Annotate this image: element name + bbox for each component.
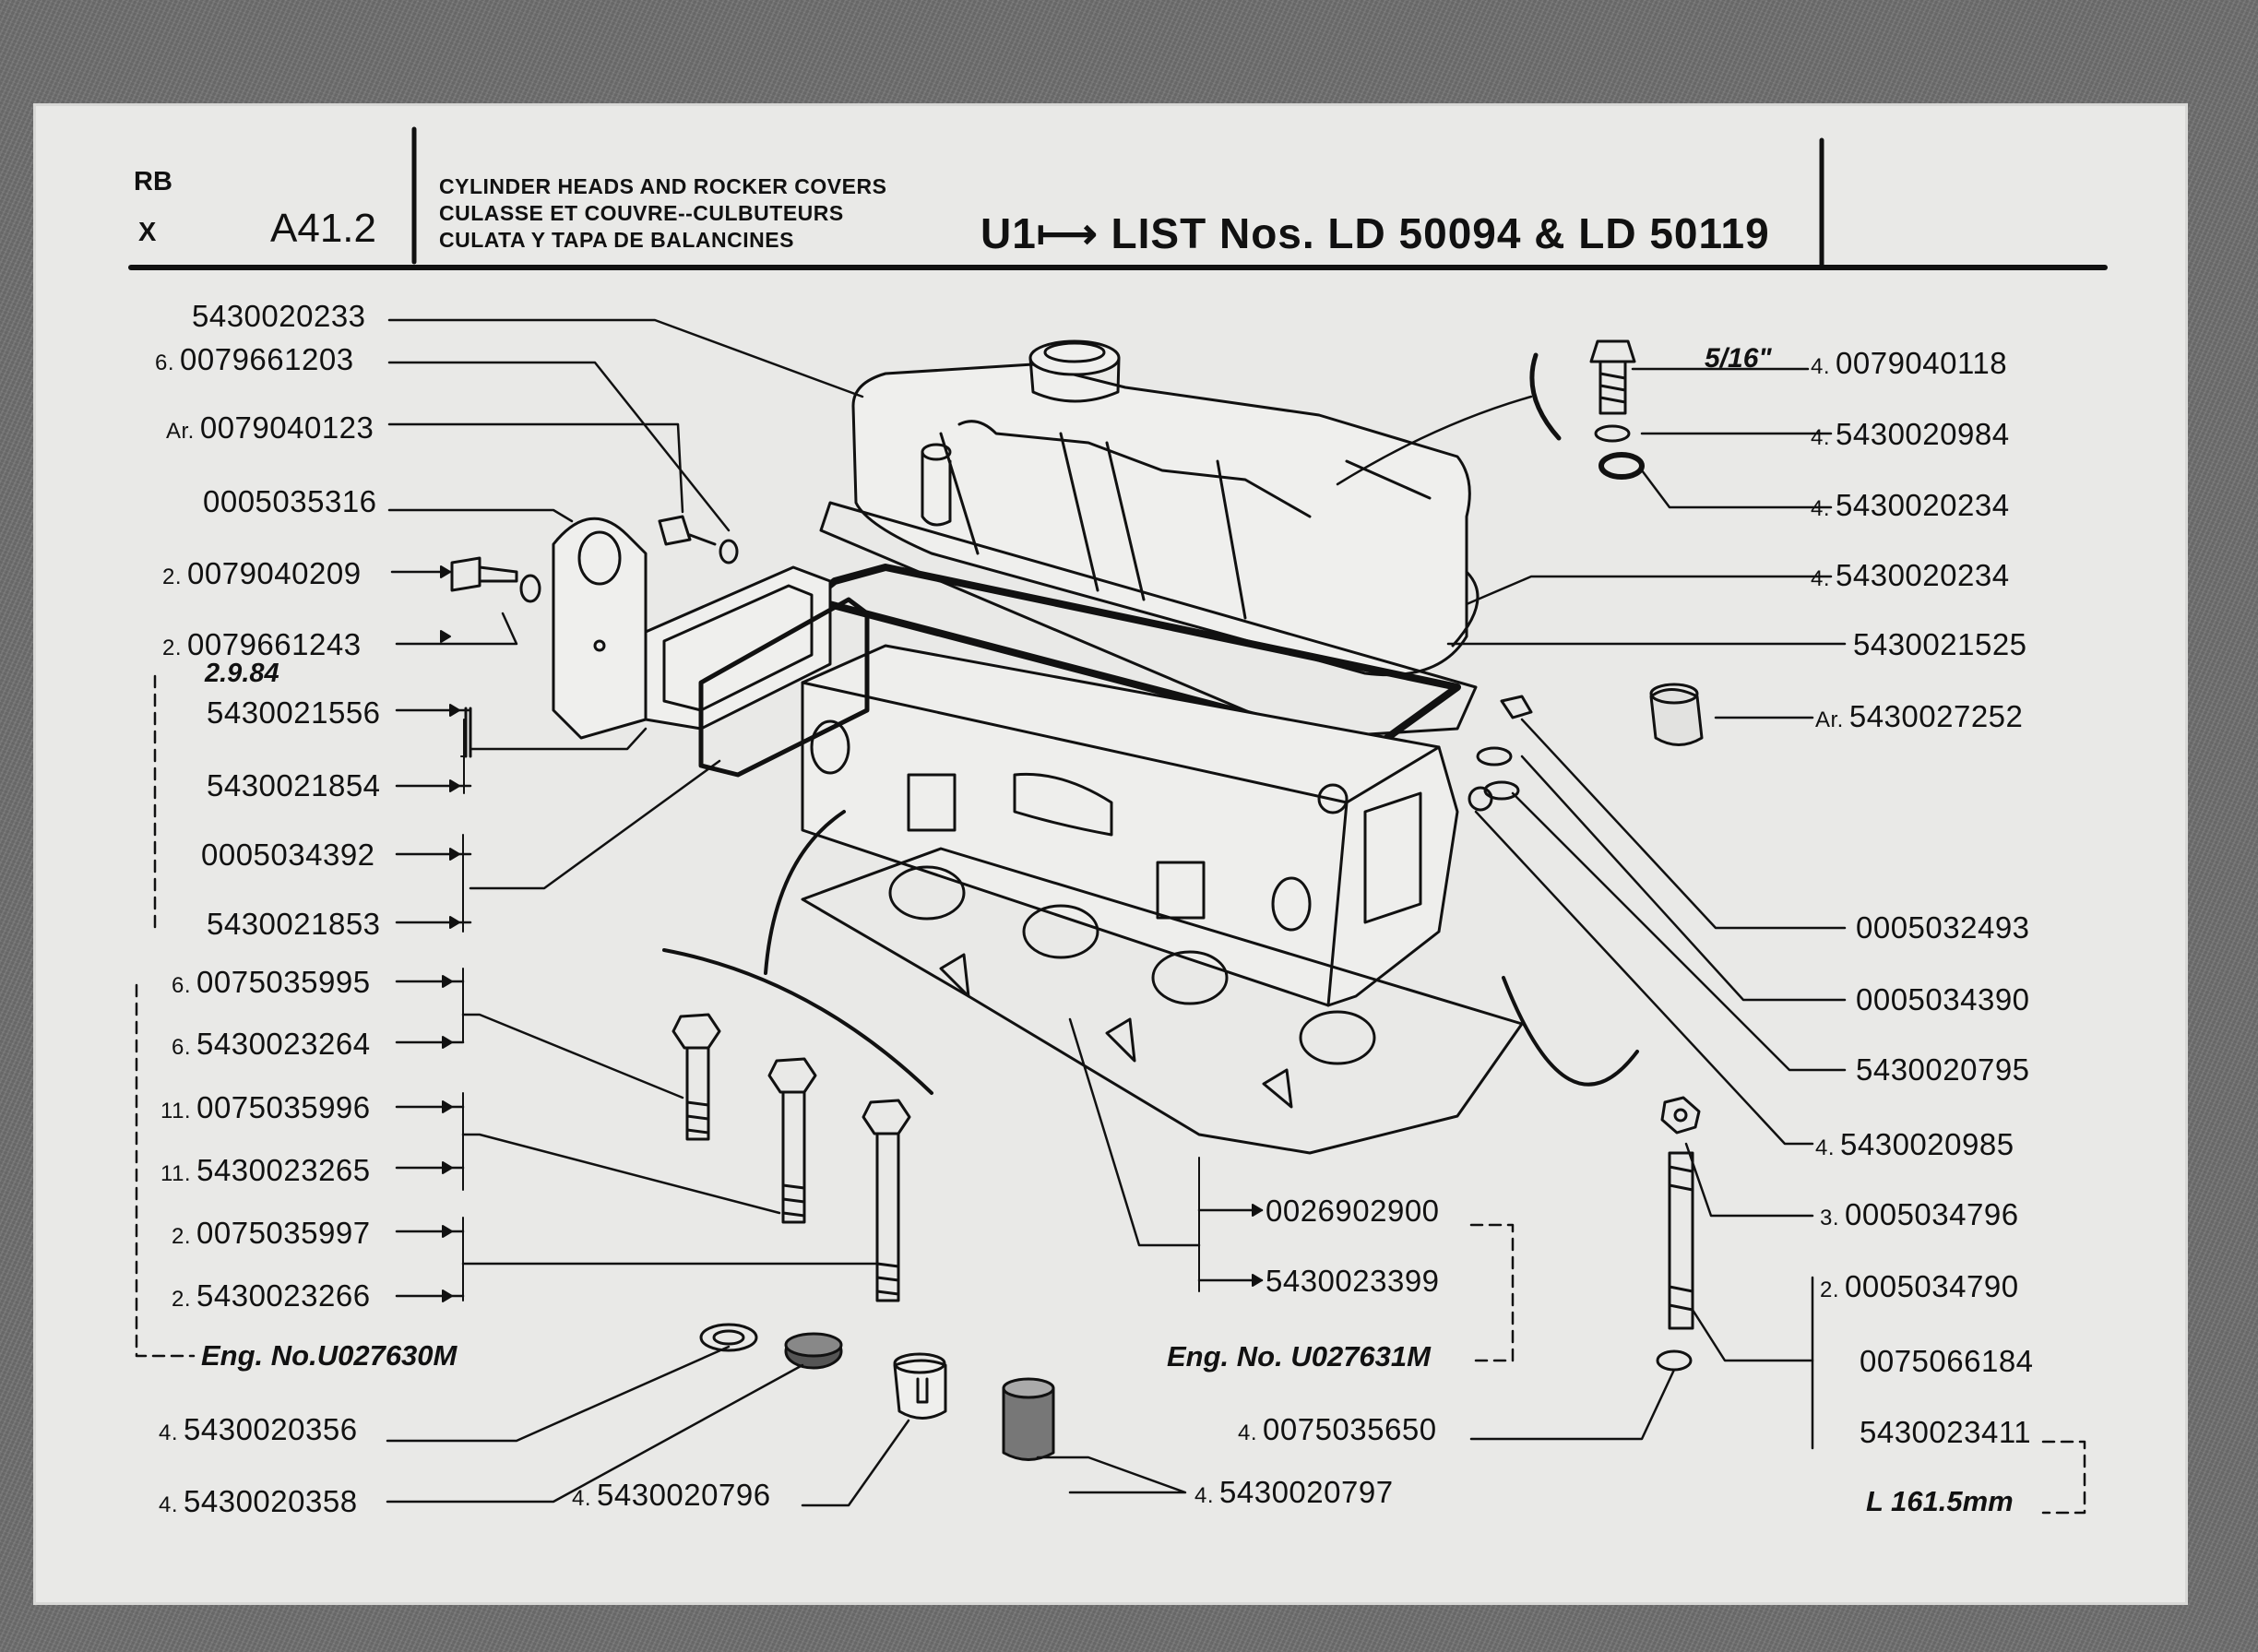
title-french: CULASSE ET COUVRE--CULBUTEURS [439, 201, 844, 225]
part-label: 5430023411 [1860, 1415, 2032, 1449]
part-label: Ar.5430027252 [1815, 699, 2024, 733]
part-label: 0005035316 [203, 484, 377, 518]
dashed-group-lines [135, 674, 2086, 1515]
engine-number-note: Eng. No. U027631M [1167, 1340, 1431, 1373]
part-label: 2.0079661243 [162, 627, 362, 661]
part-label: 4.5430020985 [1815, 1127, 2014, 1161]
part-label: 4.5430020797 [1194, 1475, 1394, 1509]
washer-icon [1594, 424, 1645, 480]
part-label: 0075066184 [1860, 1344, 2034, 1378]
part-label: 2.5430023266 [172, 1278, 371, 1313]
part-label: 4.5430020796 [572, 1478, 771, 1512]
breather-pipe-icon [921, 443, 952, 527]
part-label: 0005034392 [201, 838, 375, 872]
part-label: 5430021854 [207, 768, 381, 802]
part-label: 0005034390 [1856, 982, 2030, 1016]
part-label: 5430020233 [192, 299, 366, 333]
part-label: 6.0075035995 [172, 965, 371, 999]
side-plate-gasket-icon [644, 565, 870, 778]
bolt-icon [1589, 339, 1636, 415]
part-label: 0026902900 [1266, 1194, 1440, 1228]
head-bolts [671, 1013, 911, 1302]
part-label: 5430021853 [207, 907, 381, 941]
part-label: 5430021556 [207, 695, 381, 730]
part-label: 4.0079040118 [1811, 346, 2008, 380]
part-label: 4.5430020356 [159, 1412, 358, 1446]
part-label: 4.5430020984 [1811, 417, 2010, 451]
cover-nut-icon [658, 515, 739, 565]
leader-lines-right [1336, 352, 1847, 1450]
title-english: CYLINDER HEADS AND ROCKER COVERS [439, 174, 887, 198]
part-label: 11.0075035996 [160, 1090, 371, 1124]
hidden-arc-lines [662, 810, 1639, 1095]
list-numbers: U1⟼ LIST Nos. LD 50094 & LD 50119 [980, 209, 1770, 257]
oil-filler-cap-icon [1028, 339, 1121, 403]
part-label: 11.5430023265 [160, 1153, 371, 1187]
nut-icon [1476, 695, 1701, 1135]
part-label: 3.0005034796 [1820, 1197, 2019, 1231]
length-note: L 161.5mm [1866, 1485, 2014, 1517]
title-spanish: CULATA Y TAPA DE BALANCINES [439, 228, 794, 252]
sleeve-icon [1649, 683, 1704, 746]
thread-size-note: 5/16" [1705, 343, 1772, 374]
part-label: 6.0079661203 [155, 342, 354, 376]
part-label: 5430021525 [1853, 627, 2027, 661]
part-label: 5430023399 [1266, 1264, 1440, 1298]
thermostat-bush-icon [893, 1352, 947, 1420]
rocker-cover-icon [819, 362, 1480, 740]
part-label: 0005032493 [1856, 910, 2030, 945]
arrow-markers [440, 565, 1263, 1302]
cylinder-head-icon [801, 644, 1493, 1007]
dowel-sleeve-icon [1002, 1377, 1055, 1461]
leader-lines [386, 318, 1676, 1507]
part-label: 4.0075035650 [1238, 1412, 1437, 1446]
part-label: 2.0079040209 [162, 556, 362, 590]
part-label: 4.5430020358 [159, 1484, 358, 1518]
head-gasket-icon [801, 847, 1524, 1155]
part-label: 2.0005034790 [1820, 1269, 2019, 1303]
date-note: 2.9.84 [205, 659, 279, 688]
washer-bottom-icon [699, 1323, 758, 1352]
part-label: 5430020795 [1856, 1052, 2030, 1087]
part-label: 4.5430020234 [1811, 558, 2010, 592]
section-code: A41.2 [270, 206, 376, 251]
sealing-ring-icon [784, 1332, 843, 1370]
lifting-bracket-icon [552, 517, 648, 740]
engine-number-note: Eng. No.U027630M [201, 1339, 458, 1372]
part-label: Ar.0079040123 [166, 410, 374, 445]
range-code: RB [134, 167, 172, 196]
part-label: 2.0075035997 [172, 1216, 371, 1250]
part-label: 4.5430020234 [1811, 488, 2010, 522]
mark-code: X [138, 218, 157, 247]
header-rules [128, 126, 2108, 270]
stud-icon [1656, 1151, 1694, 1372]
part-label: 6.5430023264 [172, 1027, 371, 1061]
bracket-bolt-icon [450, 556, 541, 603]
